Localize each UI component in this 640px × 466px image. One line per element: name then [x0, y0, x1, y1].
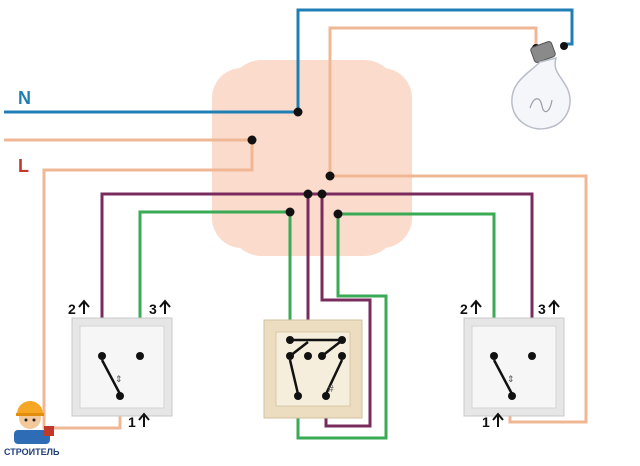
right-two-way-switch: ⇕: [463, 317, 565, 417]
worker-mascot-icon: [14, 401, 54, 444]
switch-direction-mark: ⇕: [115, 374, 123, 384]
neutral-label: N: [18, 88, 31, 108]
neutral-wire: [4, 8, 574, 114]
terminal-label-2: 2: [460, 301, 468, 317]
junction-box: [212, 60, 412, 256]
lightbulb-icon: [511, 41, 571, 130]
switch-direction-mark: #: [328, 384, 334, 395]
left-two-way-switch: ⇕: [71, 317, 173, 417]
traveler-wire-a: [100, 192, 534, 428]
line-label: L: [18, 156, 29, 176]
intermediate-cross-switch: #: [263, 319, 363, 419]
terminal-label-1: 1: [482, 414, 490, 430]
right-switch-labels: 2 3 1: [460, 299, 560, 430]
terminal-label-1: 1: [128, 414, 136, 430]
switch-direction-mark: ⇕: [507, 374, 515, 384]
up-arrow-icon: [470, 299, 560, 427]
traveler-wire-b: [138, 210, 496, 440]
up-arrow-icon: [78, 299, 171, 427]
terminal-label-2: 2: [68, 301, 76, 317]
terminal-label-3: 3: [149, 301, 157, 317]
terminal-label-3: 3: [538, 301, 546, 317]
left-switch-labels: 2 3 1: [68, 299, 171, 430]
logo-text: СТРОИТЕЛЬ: [4, 447, 60, 457]
